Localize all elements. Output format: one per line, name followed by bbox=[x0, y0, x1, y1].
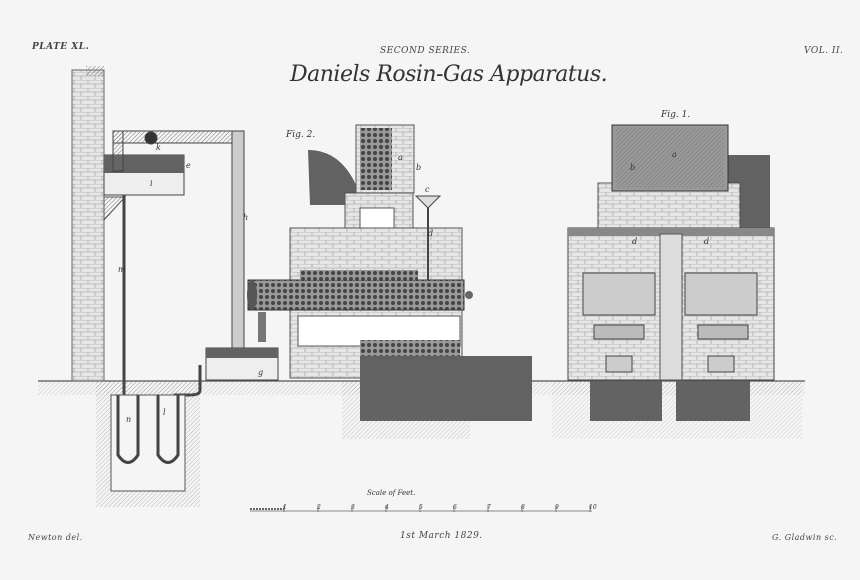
fig1-retort-house bbox=[552, 124, 802, 439]
label-g: g bbox=[258, 368, 263, 377]
condenser-tank bbox=[103, 154, 185, 222]
plate-title: Daniels Rosin-Gas Apparatus. bbox=[290, 62, 608, 87]
label-d-fig1-left: d bbox=[632, 237, 637, 246]
label-b-fig1: b bbox=[630, 163, 635, 172]
scale-tick-label: 6 bbox=[453, 504, 457, 511]
fig1-title: Fig. 1. bbox=[660, 110, 690, 120]
label-e: e bbox=[186, 161, 191, 170]
water-tank-g bbox=[205, 347, 279, 381]
label-k: k bbox=[156, 143, 161, 152]
footer-draughtsman: Newton del. bbox=[28, 533, 83, 542]
scale-tick-label: 1 bbox=[283, 504, 287, 511]
reference-letters: k e i h m g n l a b c d a b d d bbox=[118, 143, 709, 424]
scale-tick-label: 9 bbox=[555, 504, 559, 511]
label-d: d bbox=[428, 229, 433, 238]
label-i: i bbox=[150, 179, 153, 188]
footer-engraver: G. Gladwin sc. bbox=[772, 533, 838, 542]
fig2-title: Fig. 2. bbox=[285, 130, 315, 140]
label-b: b bbox=[416, 163, 421, 172]
scale-tick-label: 2 bbox=[316, 504, 321, 511]
underground-pit bbox=[96, 381, 200, 507]
scale-tick-label: 10 bbox=[589, 504, 597, 511]
label-n: n bbox=[126, 415, 131, 424]
label-a-fig1: a bbox=[672, 150, 677, 159]
scale-tick-label: 5 bbox=[419, 504, 423, 511]
scale-tick-label: 8 bbox=[521, 504, 525, 511]
label-m: m bbox=[118, 265, 126, 274]
scale-tick-label: 4 bbox=[384, 504, 389, 511]
label-d-fig1-right: d bbox=[704, 237, 709, 246]
plate-number: PLATE XL. bbox=[32, 42, 90, 52]
series-label: SECOND SERIES. bbox=[380, 46, 471, 56]
chimney bbox=[71, 66, 105, 382]
fig2-furnace bbox=[247, 124, 532, 439]
scale-tick-label: 3 bbox=[351, 504, 355, 511]
scale-of-feet: Scale of Feet. 1 2 3 4 5 6 7 8 9 10 bbox=[250, 489, 597, 512]
scale-title: Scale of Feet. bbox=[367, 489, 415, 497]
scale-tick-label: 7 bbox=[487, 504, 491, 511]
label-l: l bbox=[163, 408, 166, 417]
volume-label: VOL. II. bbox=[804, 46, 844, 56]
label-h: h bbox=[243, 213, 248, 222]
footer-date: 1st March 1829. bbox=[400, 531, 483, 541]
label-c: c bbox=[425, 185, 430, 194]
label-a: a bbox=[398, 153, 403, 162]
